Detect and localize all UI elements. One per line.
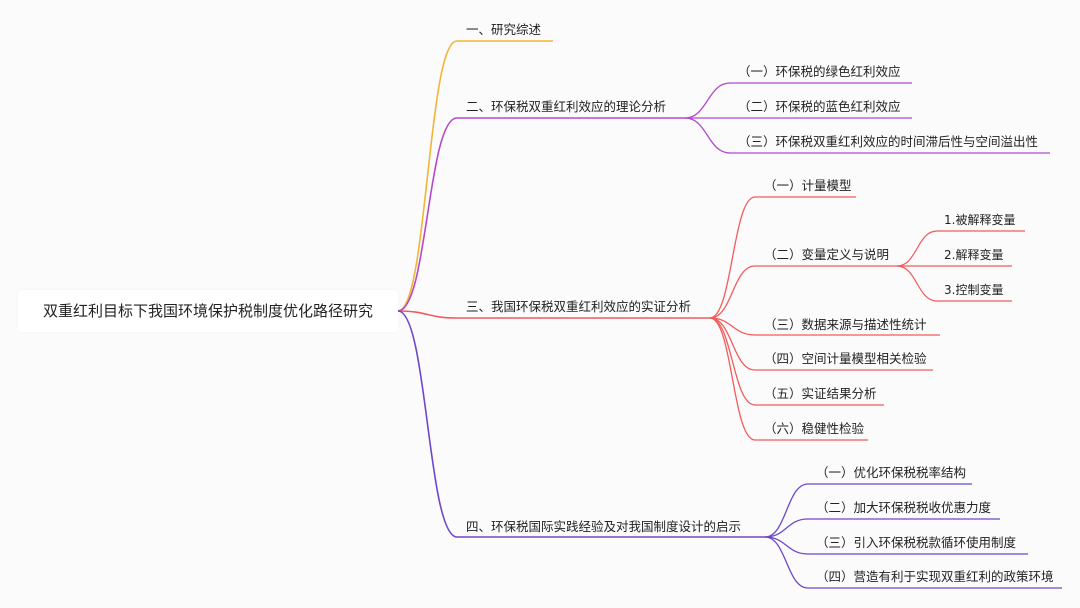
subsection-node-3-2[interactable]: （二）变量定义与说明 <box>764 247 890 262</box>
leaf-node-3-2-2[interactable]: 2.解释变量 <box>944 248 1004 262</box>
connector-section-3-child-6 <box>709 317 756 441</box>
connector-section-2-child-1 <box>684 82 731 119</box>
subsection-node-3-4[interactable]: （四）空间计量模型相关检验 <box>764 351 927 366</box>
subsection-node-2-2[interactable]: （二）环保税的蓝色红利效应 <box>738 99 901 114</box>
connector-root-section-1 <box>397 40 458 312</box>
connector-section-4-child-4 <box>764 536 809 589</box>
root-node[interactable]: 双重红利目标下我国环境保护税制度优化路径研究 <box>18 290 398 332</box>
section-node-2[interactable]: 二、环保税双重红利效应的理论分析 <box>466 99 667 114</box>
leaf-node-3-2-1[interactable]: 1.被解释变量 <box>944 213 1016 227</box>
root-node-label: 双重红利目标下我国环境保护税制度优化路径研究 <box>42 302 373 320</box>
subsection-node-4-2[interactable]: （二）加大环保税税收优惠力度 <box>816 500 992 515</box>
subsection-node-4-3[interactable]: （三）引入环保税税款循环使用制度 <box>816 535 1017 550</box>
connector-section-3-child-4 <box>709 317 756 371</box>
connector-section-3-child-2 <box>709 265 756 319</box>
subsection-node-3-1[interactable]: （一）计量模型 <box>764 178 852 193</box>
section-node-1[interactable]: 一、研究综述 <box>466 22 542 37</box>
subsection-node-2-1[interactable]: （一）环保税的绿色红利效应 <box>738 64 901 79</box>
connector-root-section-3 <box>397 310 458 319</box>
connector-section-4-child-1 <box>764 483 809 538</box>
section-node-4[interactable]: 四、环保税国际实践经验及对我国制度设计的启示 <box>466 519 742 534</box>
subsection-node-4-1[interactable]: （一）优化环保税税率结构 <box>816 465 967 480</box>
connector-root-section-2 <box>397 117 458 312</box>
connector-section-4-child-2 <box>764 518 809 538</box>
leaf-node-3-2-3[interactable]: 3.控制变量 <box>944 283 1004 297</box>
connector-leaf-3-2-3 <box>896 265 938 302</box>
subsection-node-4-4[interactable]: （四）营造有利于实现双重红利的政策环境 <box>816 569 1054 584</box>
connector-root-section-4 <box>397 310 458 538</box>
subsection-node-3-3[interactable]: （三）数据来源与描述性统计 <box>764 317 927 332</box>
subsection-node-3-6[interactable]: （六）稳健性检验 <box>764 421 865 436</box>
connector-section-3-child-5 <box>709 317 756 406</box>
connector-section-2-child-3 <box>684 117 731 154</box>
subsection-node-3-5[interactable]: （五）实证结果分析 <box>764 386 877 401</box>
subsection-node-2-3[interactable]: （三）环保税双重红利效应的时间滞后性与空间溢出性 <box>738 134 1039 149</box>
connector-section-3-child-1 <box>709 196 756 319</box>
section-node-3[interactable]: 三、我国环保税双重红利效应的实证分析 <box>466 299 692 314</box>
connector-leaf-3-2-1 <box>896 230 938 267</box>
